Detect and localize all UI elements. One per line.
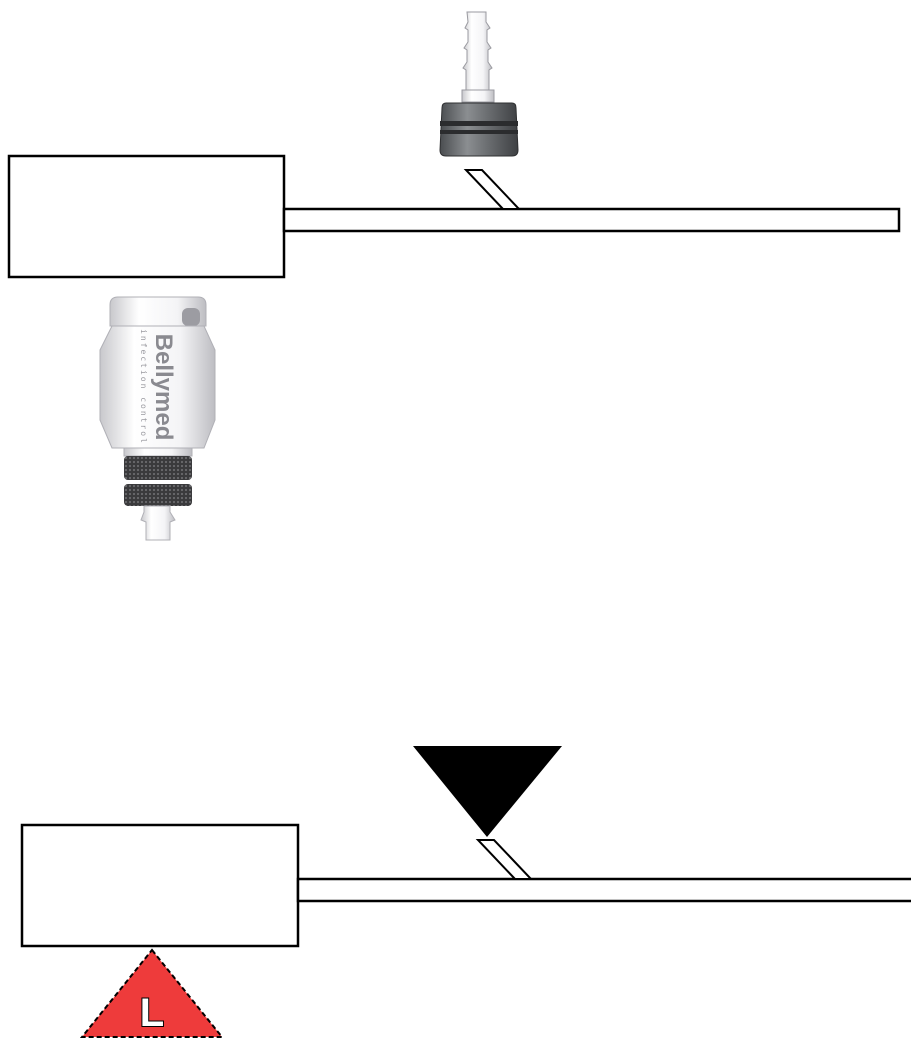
- bellymed-connector: Bellymed infection control: [99, 296, 216, 541]
- warning-triangle-icon: L: [79, 948, 225, 1038]
- bottom-tube: [296, 877, 911, 903]
- warning-letter: L: [140, 991, 164, 1035]
- bottom-side-port: [475, 839, 534, 880]
- connector-tagline: infection control: [139, 329, 148, 445]
- bottom-diagram: L: [20, 746, 911, 1038]
- hose-connector-top: [439, 11, 519, 157]
- flow-direction-arrow: [413, 746, 562, 837]
- bottom-chamber-box: [20, 823, 300, 948]
- top-side-port: [463, 169, 522, 210]
- top-tube: [282, 207, 901, 233]
- connector-brand-label: Bellymed: [150, 334, 177, 441]
- top-chamber-box: [7, 154, 286, 279]
- top-diagram: [7, 154, 901, 279]
